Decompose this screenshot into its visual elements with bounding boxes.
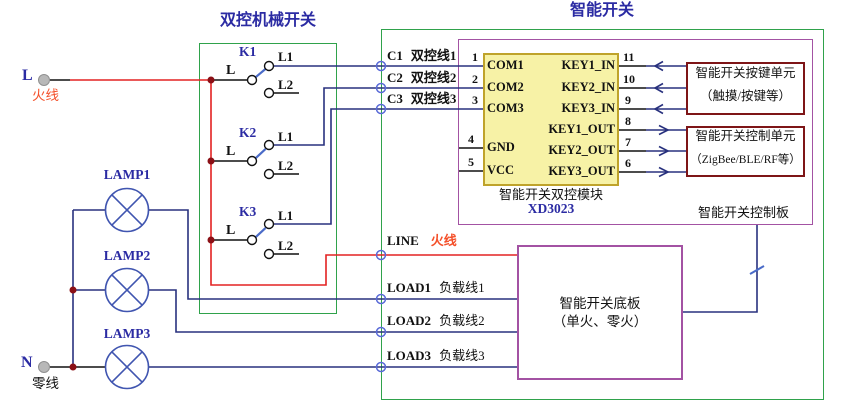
neutral-terminal-icon: [38, 361, 50, 373]
lamp2-label: LAMP2: [103, 248, 151, 263]
switch-k3-label: K3: [239, 204, 257, 219]
pin-num-6: 6: [625, 156, 631, 170]
key-in-arrow-icons: [653, 60, 664, 115]
pin-key3out-label: KEY3_OUT: [548, 164, 615, 178]
switch-k2-common-label: L: [226, 144, 236, 159]
pin-vcc-label: VCC: [487, 163, 515, 177]
load2-wire: [148, 289, 517, 333]
pin-key2in-label: KEY2_IN: [561, 80, 615, 94]
pin-num-1: 1: [472, 50, 478, 64]
gnd-vcc-stubs: [459, 147, 483, 172]
switch-k1-common-label: L: [226, 63, 236, 78]
switch-k2-t1-label: L1: [278, 129, 294, 144]
neutral-wire-label: 零线: [32, 376, 59, 391]
control-board-label: 智能开关控制板: [698, 205, 790, 220]
pin-num-7: 7: [625, 135, 631, 149]
pin-num-3: 3: [472, 93, 478, 107]
switch-k3-common-label: L: [226, 223, 236, 238]
base-board-line1: 智能开关底板: [559, 296, 641, 311]
smart-box-title: 智能开关: [569, 2, 634, 19]
base-board-box: [517, 245, 683, 380]
switch-l2-stubs: [273, 92, 299, 255]
lamp2-icon: [104, 267, 150, 313]
lamp1-label: LAMP1: [103, 167, 151, 182]
c2-wire: [273, 87, 483, 146]
switch-common-wires: [211, 79, 248, 241]
board-link-wire: [683, 225, 758, 313]
switch-k1-lever: [254, 68, 267, 79]
switch-k3-t1-label: L1: [278, 208, 294, 223]
pin-num-2: 2: [472, 72, 478, 86]
smart-box-connectors: [375, 60, 387, 373]
pin-gnd-label: GND: [487, 140, 515, 154]
pin-num-4: 4: [468, 132, 474, 146]
base-board-line2: （单火、零火）: [552, 314, 648, 329]
control-board-box: [458, 39, 813, 225]
load1-wire: [148, 209, 517, 300]
module-caption: 智能开关双控模块: [498, 187, 603, 202]
switch-k1-t1-label: L1: [278, 49, 294, 64]
bus-slash-mark: [749, 265, 765, 275]
control-unit-line1: 智能开关控制单元: [695, 129, 796, 143]
pin-com2-label: COM2: [487, 80, 524, 94]
pin-num-5: 5: [468, 155, 474, 169]
pin-key1in-label: KEY1_IN: [561, 58, 615, 72]
mech-box-title: 双控机械开关: [219, 12, 316, 29]
smart-switch-box: [381, 29, 824, 400]
lamp1-icon: [104, 187, 150, 233]
dual-control-module-box: [483, 53, 619, 186]
key-pin-stubs: [619, 65, 646, 173]
pin-key1out-label: KEY1_OUT: [548, 122, 615, 136]
lamp3-label: LAMP3: [103, 326, 151, 341]
pin-num-8: 8: [625, 114, 631, 128]
switch-k1-label: K1: [239, 44, 257, 59]
switch-k3-t2-label: L2: [278, 238, 294, 253]
control-unit-box: [686, 126, 805, 177]
live-wire: [70, 79, 517, 286]
live-terminal-label: L: [22, 67, 33, 84]
key-unit-box: [686, 62, 805, 115]
key-out-arrow-icons: [658, 124, 670, 178]
switch-k3-lever: [254, 227, 267, 239]
junction-dots: [69, 76, 215, 371]
switch-k2-lever: [254, 148, 267, 160]
switch-contact-terminals: [246, 60, 275, 260]
live-terminal-icon: [38, 74, 50, 86]
pin-com3-label: COM3: [487, 101, 524, 115]
switch-k2-t2-label: L2: [278, 158, 294, 173]
switch-k1-t2-label: L2: [278, 77, 294, 92]
mech-switch-box: [199, 43, 337, 314]
c3-wire: [273, 108, 483, 225]
lamp3-icon: [104, 344, 150, 390]
key-unit-line1: 智能开关按键单元: [695, 66, 796, 80]
pin-num-10: 10: [623, 72, 635, 86]
pin-num-11: 11: [623, 50, 635, 64]
pin-key2out-label: KEY2_OUT: [548, 143, 615, 157]
control-unit-line2: （ZigBee/BLE/RF等）: [690, 154, 801, 166]
live-wire-label: 火线: [32, 88, 59, 103]
key-unit-line2: （触摸/按键等）: [700, 89, 791, 103]
pin-num-9: 9: [625, 93, 631, 107]
key-signal-wires: [646, 65, 686, 173]
lamp-left-wires: [73, 209, 105, 291]
neutral-terminal-label: N: [21, 354, 33, 371]
switch-k2-label: K2: [239, 125, 257, 140]
pin-key3in-label: KEY3_IN: [561, 101, 615, 115]
module-part-number: XD3023: [527, 201, 575, 216]
pin-com1-label: COM1: [487, 58, 524, 72]
